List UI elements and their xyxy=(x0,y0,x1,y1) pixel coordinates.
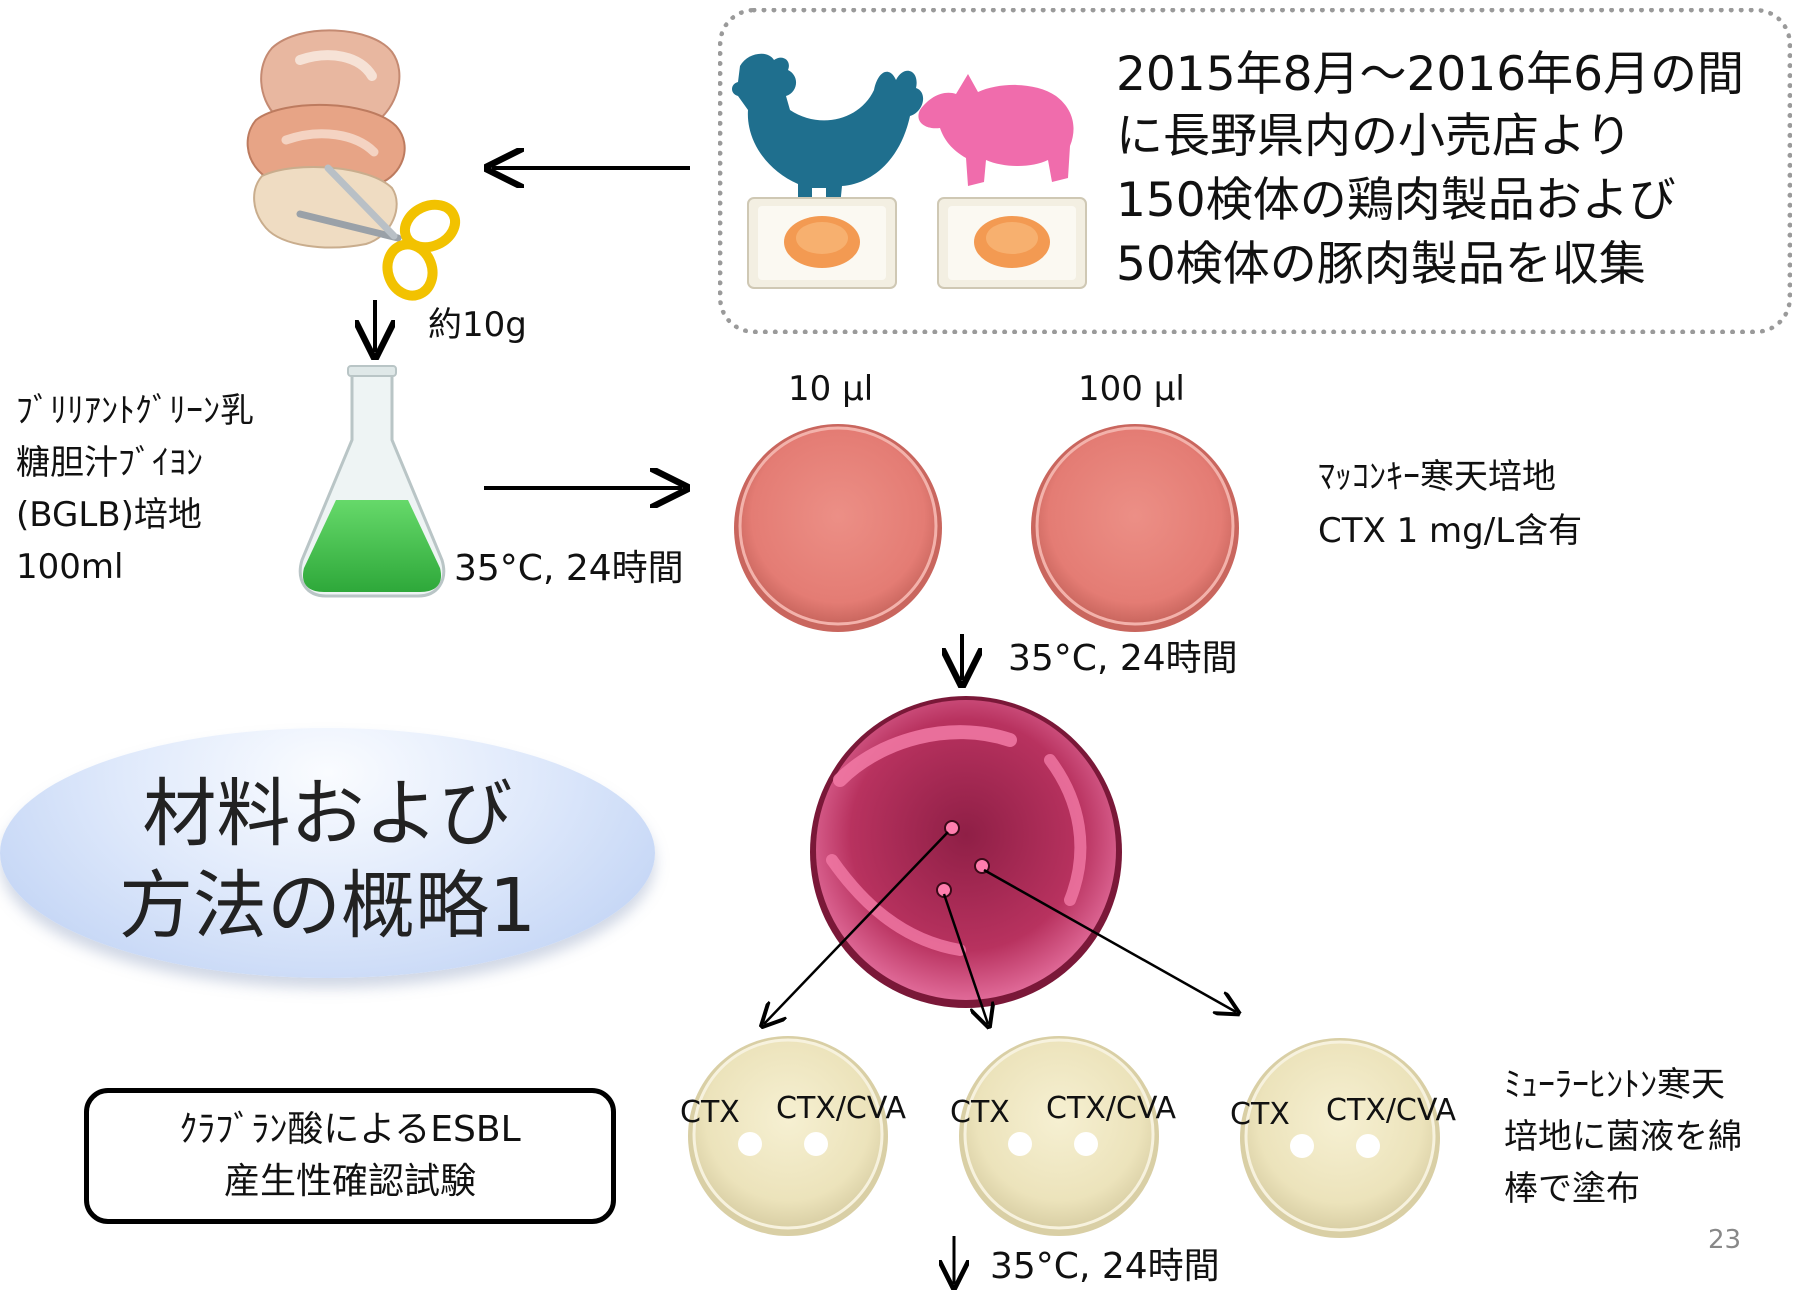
volume-10ul-label: 10 µl xyxy=(788,369,874,409)
ctx-disk xyxy=(738,1132,762,1156)
bglb-line-4: 100ml xyxy=(16,547,124,587)
bglb-flask-image xyxy=(298,365,446,598)
mueller-line-1: ﾐｭｰﾗｰﾋﾝﾄﾝ寒天 xyxy=(1504,1065,1725,1105)
plate1-ctx-label: CTX xyxy=(680,1095,740,1130)
incubation-label-2: 35°C, 24時間 xyxy=(1008,638,1238,679)
esbl-line-1: ｸﾗﾌﾞﾗﾝ酸によるESBL xyxy=(179,1109,521,1150)
macconkey-line-2: CTX 1 mg/L含有 xyxy=(1318,511,1583,551)
sample-amount-label: 約10g xyxy=(428,305,527,345)
mueller-line-3: 棒で塗布 xyxy=(1504,1169,1640,1209)
disk-plate-1 xyxy=(688,1036,888,1236)
ctx-cva-disk xyxy=(804,1132,828,1156)
pig-icon xyxy=(918,74,1074,186)
scissors-icon xyxy=(296,164,461,301)
source-note-line-2: に長野県内の小売店より xyxy=(1116,109,1633,164)
disk-plate-2 xyxy=(959,1036,1159,1236)
title-line-1: 材料および xyxy=(142,771,513,857)
plate1-ctx-cva-label: CTX/CVA xyxy=(776,1091,907,1126)
plate3-ctx-label: CTX xyxy=(1230,1097,1290,1132)
title-ellipse xyxy=(0,728,655,978)
plate2-ctx-label: CTX xyxy=(950,1095,1010,1130)
macconkey-plate-100ul xyxy=(1031,424,1239,632)
incubation-label-3: 35°C, 24時間 xyxy=(990,1246,1220,1287)
ctx-disk xyxy=(1008,1132,1032,1156)
mueller-line-2: 培地に菌液を綿 xyxy=(1504,1117,1742,1157)
macconkey-line-1: ﾏｯｺﾝｷｰ寒天培地 xyxy=(1318,457,1556,497)
volume-100ul-label: 100 µl xyxy=(1078,369,1185,409)
bglb-line-2: 糖胆汁ﾌﾞｲﾖﾝ xyxy=(16,443,203,483)
ctx-disk xyxy=(1290,1134,1314,1158)
source-info-box xyxy=(718,8,1792,334)
incubation-label-1: 35°C, 24時間 xyxy=(454,548,684,589)
esbl-line-2: 産生性確認試験 xyxy=(223,1161,476,1202)
macconkey-plate-10ul xyxy=(734,424,942,632)
plate2-ctx-cva-label: CTX/CVA xyxy=(1046,1091,1177,1126)
slide-title: 材料および 方法の概略1 xyxy=(0,768,655,952)
ctx-cva-disk xyxy=(1356,1134,1380,1158)
chicken-icon xyxy=(732,53,924,214)
chicken-tray-image xyxy=(747,197,897,289)
disk-plate-3 xyxy=(1240,1038,1440,1238)
bglb-line-1: ﾌﾞﾘﾘｱﾝﾄｸﾞﾘｰﾝ乳 xyxy=(16,391,254,431)
esbl-test-box: ｸﾗﾌﾞﾗﾝ酸によるESBL 産生性確認試験 xyxy=(84,1088,616,1224)
pork-tray-image xyxy=(937,197,1087,289)
source-note-line-1: 2015年8月～2016年6月の間 xyxy=(1116,47,1745,102)
bglb-line-3: (BGLB)培地 xyxy=(16,495,202,535)
ctx-cva-disk xyxy=(1074,1132,1098,1156)
colony-plate-image xyxy=(810,696,1122,1008)
plate3-ctx-cva-label: CTX/CVA xyxy=(1326,1093,1457,1128)
slide-number: 23 xyxy=(1708,1225,1742,1255)
meat-pieces-image xyxy=(246,29,406,249)
source-note-line-4: 50検体の豚肉製品を収集 xyxy=(1116,237,1646,292)
title-line-2: 方法の概略1 xyxy=(118,863,537,949)
source-note-line-3: 150検体の鶏肉製品および xyxy=(1116,173,1676,228)
